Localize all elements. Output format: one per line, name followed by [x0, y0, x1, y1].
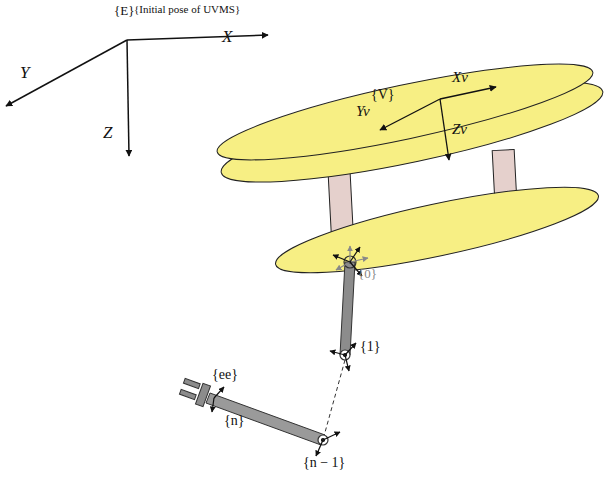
frame-name: {V} [371, 88, 395, 102]
vehicle-frame-axes [380, 87, 496, 160]
vehicle-body [212, 46, 606, 290]
axis-label: Yv [356, 104, 370, 119]
axis-label: Zv [452, 122, 467, 137]
earth-frame-axes [6, 35, 268, 156]
vehicle-lower-hull [270, 170, 604, 289]
axis-label: X [222, 28, 232, 45]
frame-name: {1} [360, 340, 380, 354]
joint-1-frame [330, 343, 356, 371]
frame-name: {n − 1} [303, 456, 345, 470]
link-n [206, 393, 325, 445]
frame-name: {0} [358, 267, 377, 280]
frame-name: {ee} [212, 368, 238, 382]
manipulator [179, 246, 368, 456]
gripper [179, 378, 210, 406]
hidden-links [324, 360, 345, 436]
link-1 [340, 262, 355, 355]
axis-label: Xv [452, 70, 468, 85]
joint-n-minus-1-frame [316, 432, 340, 456]
axis-label: Z [103, 124, 112, 141]
frame-name: {E} [114, 4, 134, 17]
vehicle-upper-hull [212, 46, 599, 179]
frame-caption: {Initial pose of UVMS} [134, 4, 240, 15]
axis-label: Y [20, 64, 29, 81]
end-effector-frame [212, 387, 224, 412]
frame-name: {n} [224, 414, 244, 428]
